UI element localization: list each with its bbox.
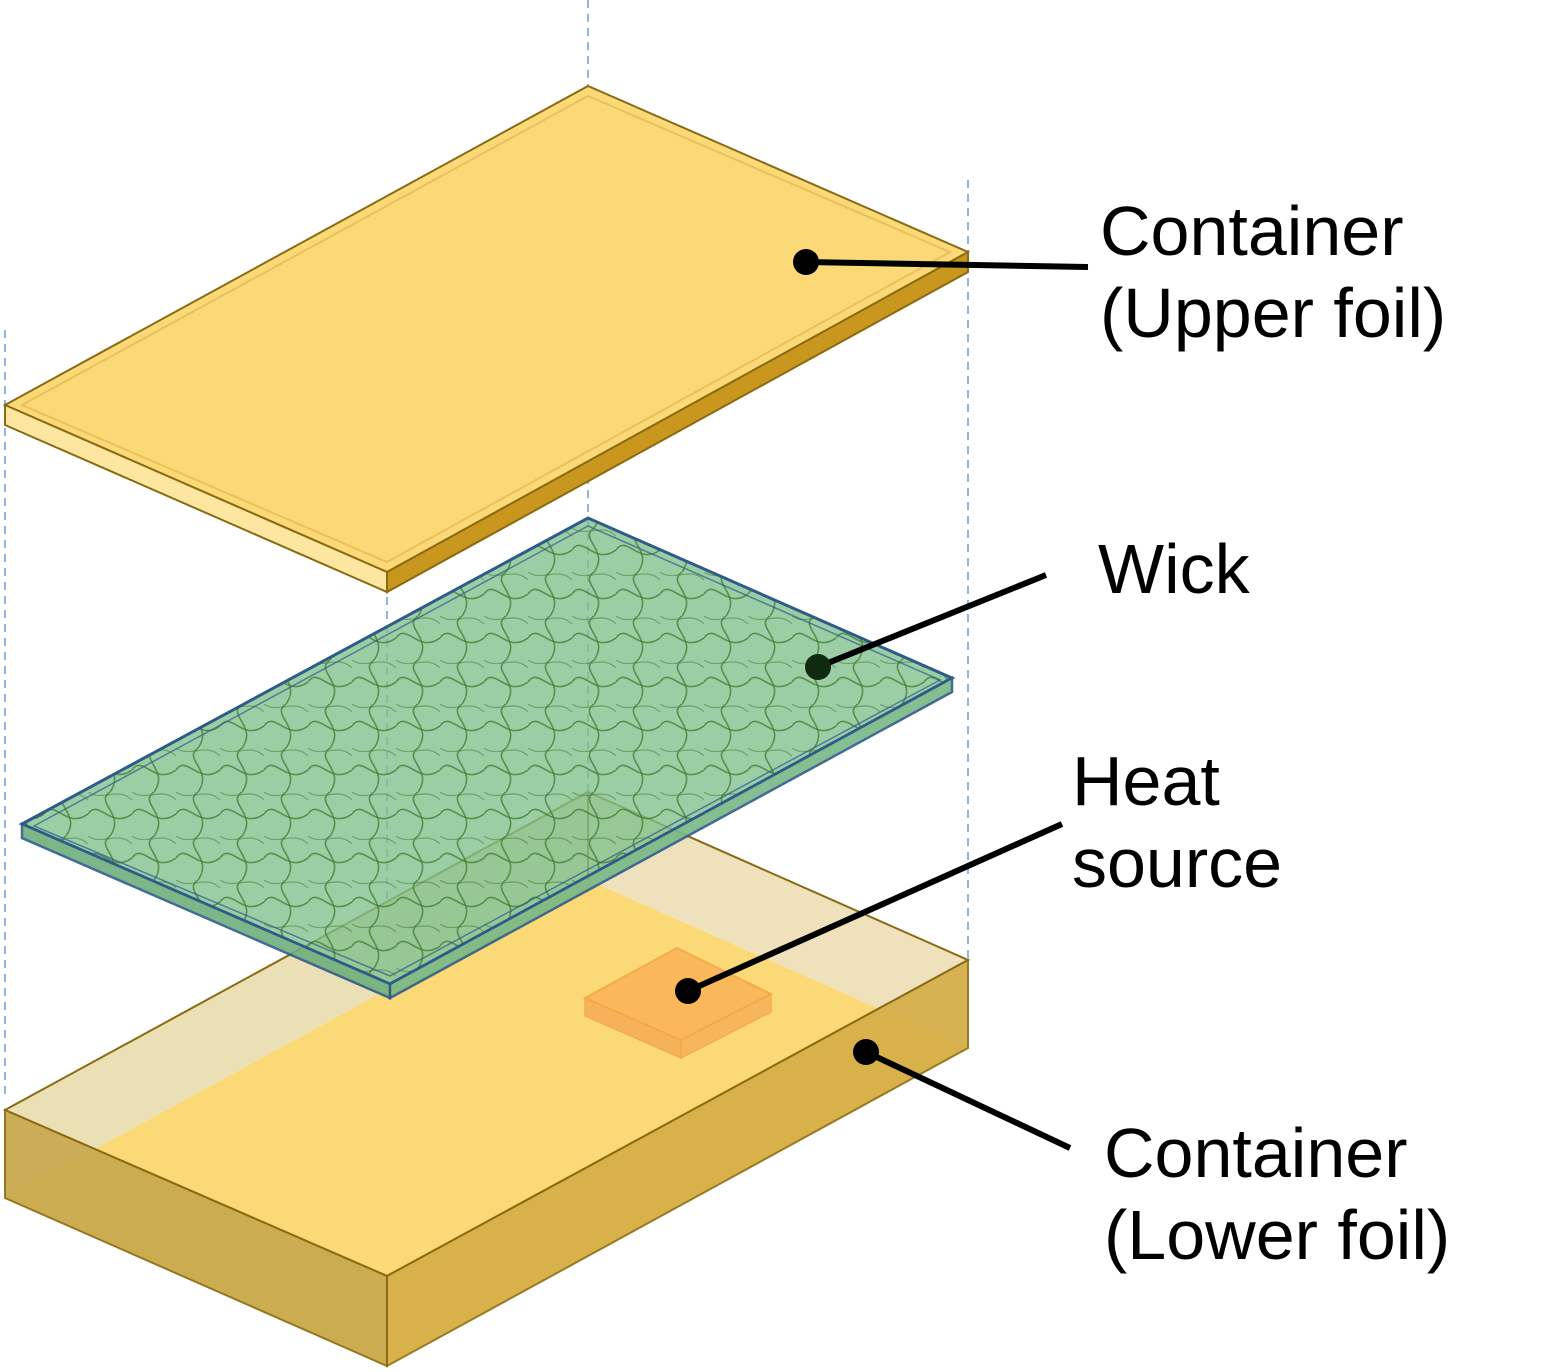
upper-foil	[2, 84, 971, 594]
upper-foil-inner-bevel	[19, 94, 953, 564]
label-lower-container-line1: Container	[1104, 1114, 1408, 1192]
wick-mesh	[22, 518, 952, 984]
leader-upper-foil	[805, 259, 1089, 270]
label-upper-container-line2: (Upper foil)	[1100, 274, 1447, 352]
heat-source-front-right	[680, 992, 772, 1060]
wick-front-right	[388, 675, 954, 1001]
dot-wick	[805, 654, 831, 680]
label-wick: Wick	[1098, 528, 1250, 610]
label-heat-source: Heat source	[1072, 740, 1282, 904]
upper-foil-front-right	[386, 250, 969, 594]
dot-heat-source	[675, 978, 701, 1004]
upper-foil-top	[2, 84, 971, 574]
wick	[18, 516, 956, 1001]
leader-wick	[816, 572, 1048, 670]
label-upper-container-line1: Container	[1100, 192, 1404, 270]
leader-heat-source	[686, 821, 1064, 994]
leader-lines	[686, 259, 1089, 1151]
lower-foil-back-right	[588, 792, 968, 1048]
label-lower-container: Container (Lower foil)	[1104, 1112, 1450, 1276]
leader-dots	[675, 249, 879, 1065]
leader-lower-foil	[864, 1049, 1072, 1151]
label-lower-container-line2: (Lower foil)	[1104, 1196, 1451, 1274]
label-wick-line1: Wick	[1098, 530, 1250, 608]
label-heat-source-line2: source	[1072, 824, 1283, 902]
wick-inner-outline	[32, 525, 942, 977]
label-upper-container: Container (Upper foil)	[1100, 190, 1446, 354]
dot-upper-foil	[793, 249, 819, 275]
dot-lower-foil	[853, 1039, 879, 1065]
lower-foil-front-right	[386, 958, 969, 1368]
label-heat-source-line1: Heat	[1072, 742, 1220, 820]
